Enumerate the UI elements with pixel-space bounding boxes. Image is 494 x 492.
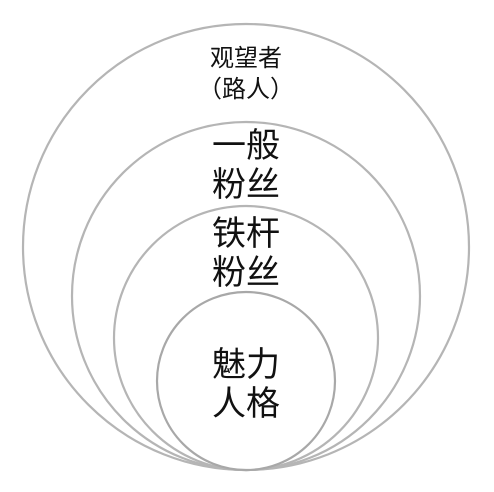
label-second-line-2: 粉丝 <box>212 165 280 205</box>
label-outer: 观望者 （路人） <box>198 44 294 103</box>
label-outer-line-2: （路人） <box>198 75 294 103</box>
label-second: 一般 粉丝 <box>212 126 280 205</box>
circle-core <box>155 290 337 472</box>
label-core: 魅力 人格 <box>212 345 280 424</box>
label-core-line-2: 人格 <box>212 384 280 424</box>
label-third-line-2: 粉丝 <box>212 253 280 293</box>
label-second-line-1: 一般 <box>212 126 280 166</box>
label-outer-line-1: 观望者 <box>210 44 282 72</box>
label-core-line-1: 魅力 <box>212 345 280 385</box>
label-third: 铁杆 粉丝 <box>212 214 280 293</box>
label-third-line-1: 铁杆 <box>212 214 280 254</box>
